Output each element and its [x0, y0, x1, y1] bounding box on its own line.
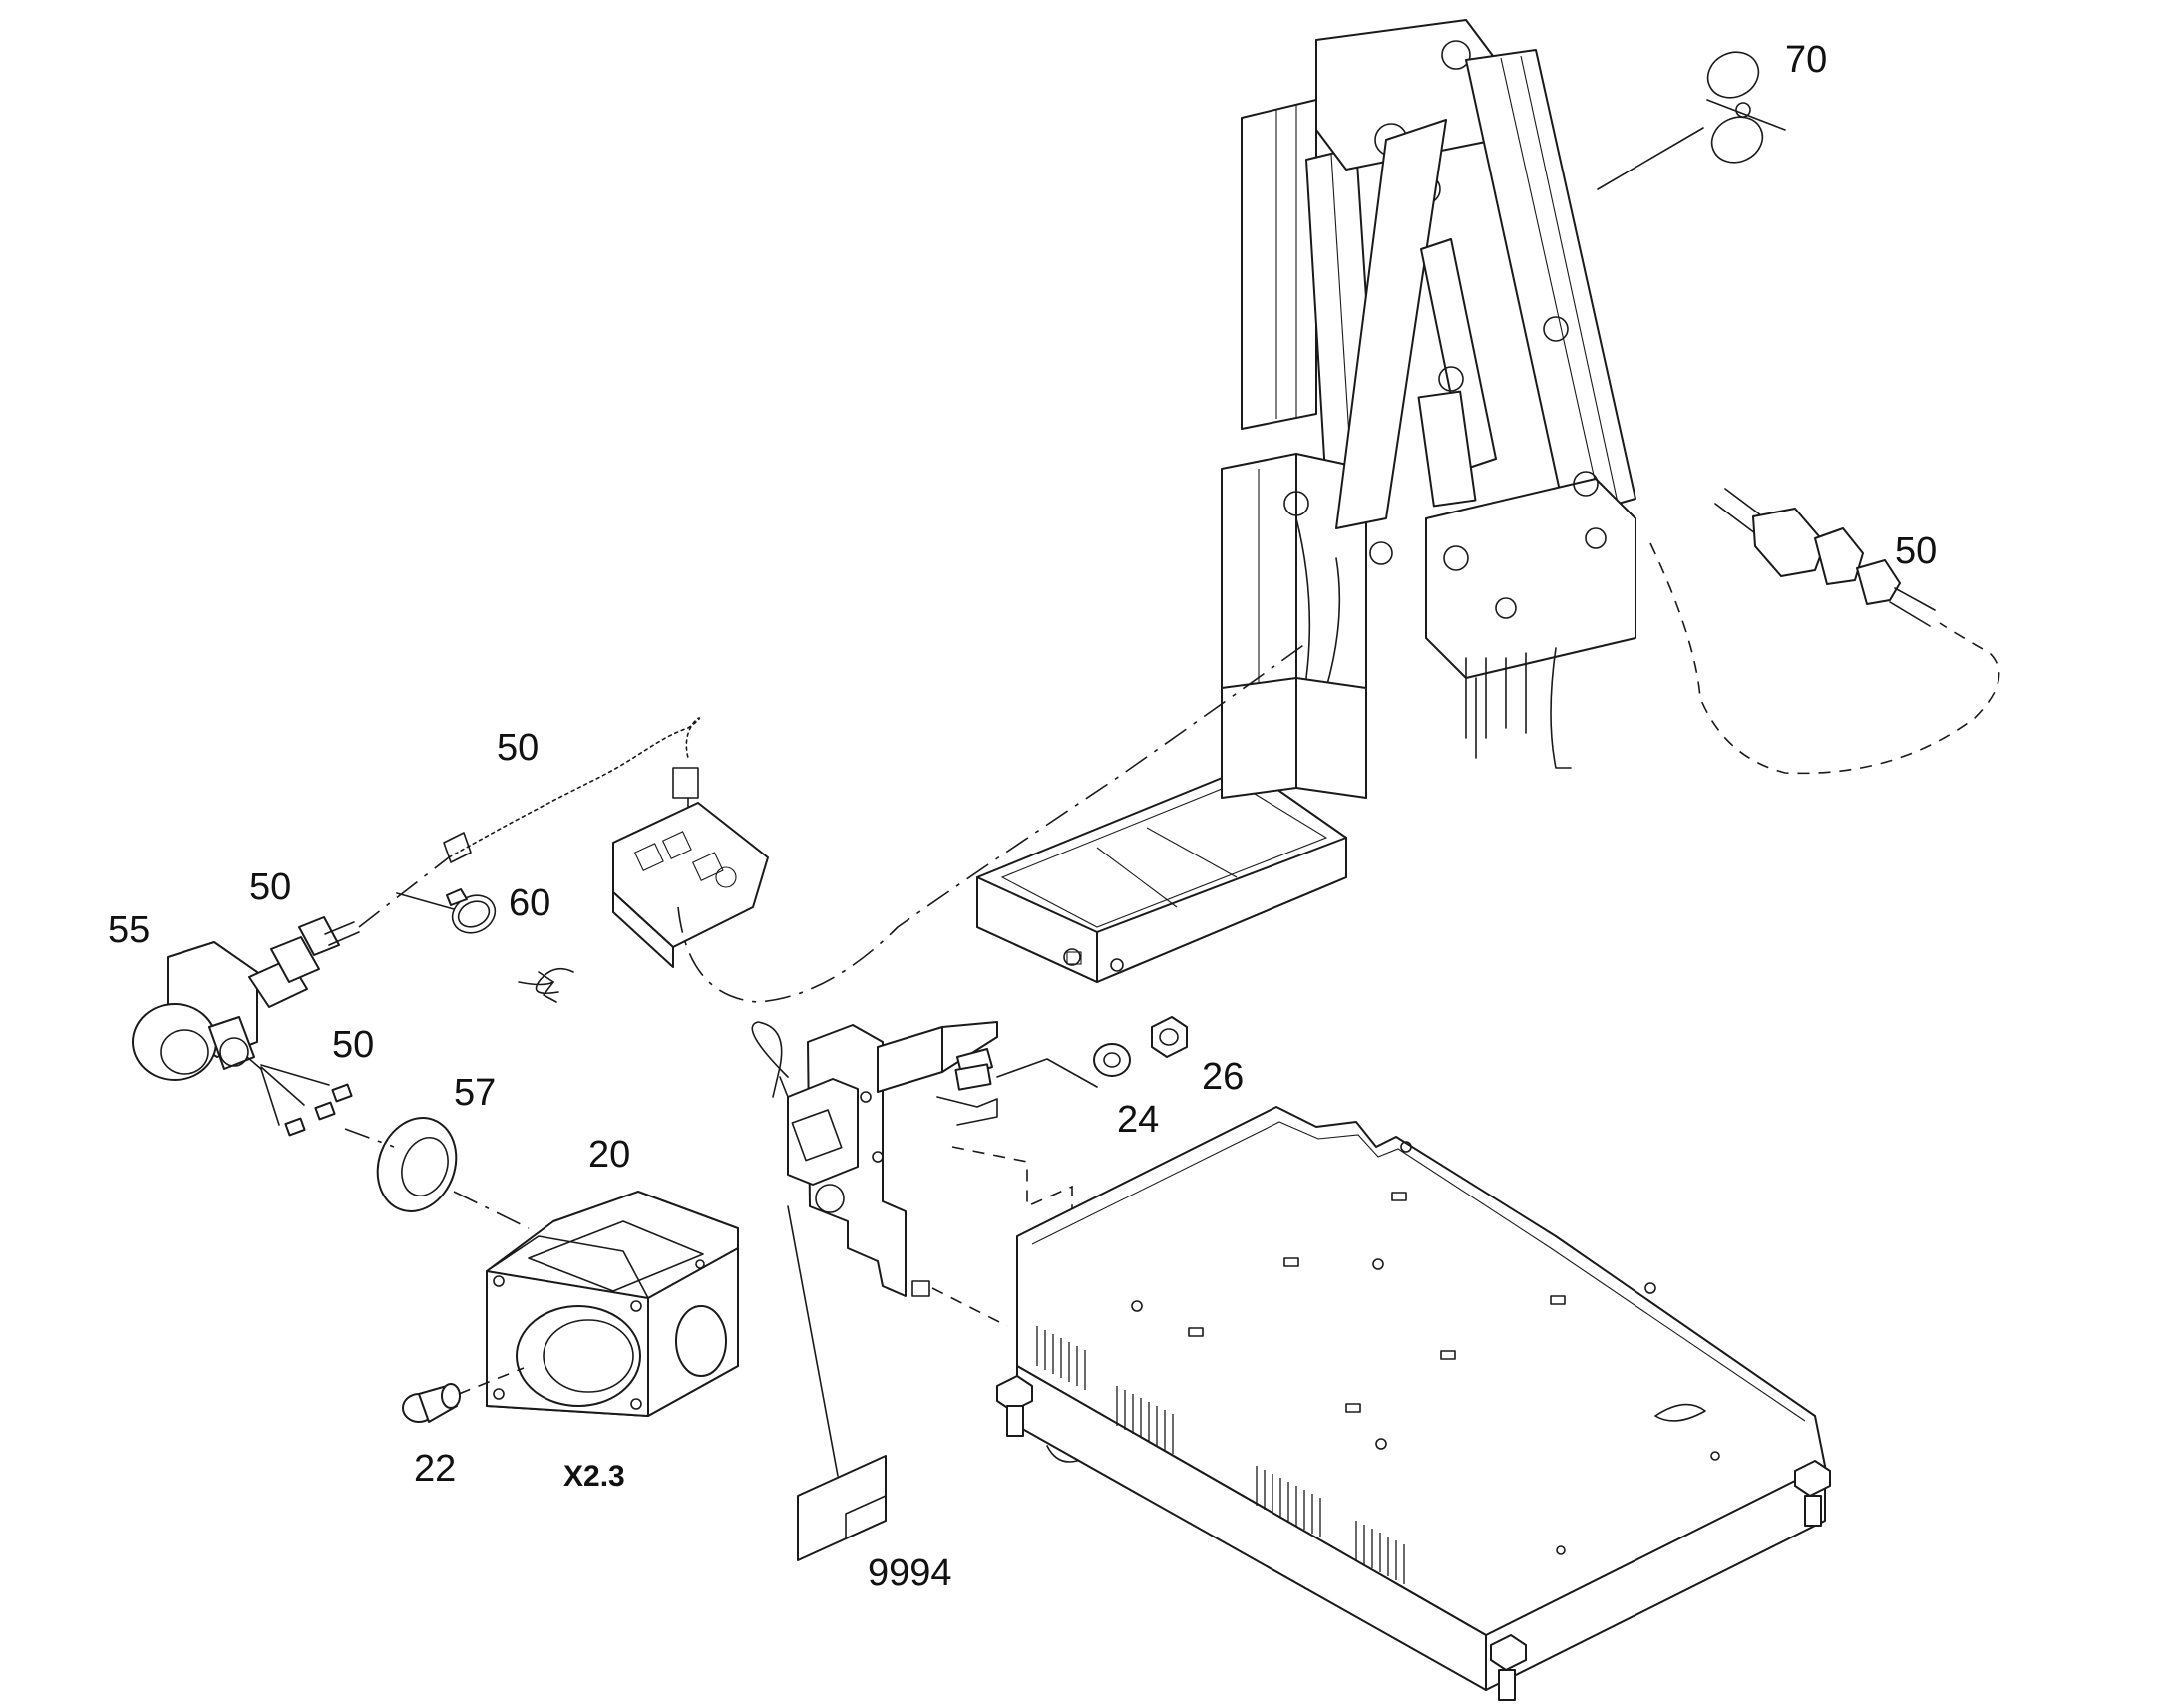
callout-50-right: 50	[1895, 530, 1937, 572]
part-24-washer	[1093, 1043, 1131, 1077]
callout-20: 20	[588, 1134, 630, 1176]
leader-bracket-box	[931, 1287, 1008, 1327]
leader-50-right	[1649, 542, 2000, 775]
callout-50-pins: 50	[332, 1024, 374, 1066]
mounting-bracket	[751, 1021, 1098, 1297]
crane-boom-assembly	[1221, 19, 1636, 769]
connector-terminal-block	[612, 802, 769, 968]
callout-50-hose: 50	[497, 727, 539, 769]
callout-55: 55	[108, 909, 150, 951]
part-9994-label	[787, 1205, 887, 1561]
leader-gland-hose	[358, 856, 450, 928]
part-70-clip	[1597, 51, 1786, 190]
part-57-nut	[344, 1117, 458, 1212]
callout-26: 26	[1202, 1056, 1244, 1098]
callout-24: 24	[1117, 1099, 1159, 1141]
part-20-socket-housing	[486, 1191, 739, 1417]
control-box-enclosure	[996, 1106, 1831, 1701]
callout-50-gland: 50	[249, 866, 291, 908]
leader-57	[453, 1191, 530, 1229]
leader-block	[677, 642, 1307, 1003]
part-60-clamp	[396, 888, 574, 1003]
part-50-contact-pins	[260, 1064, 353, 1137]
part-55-angle-connector	[132, 941, 262, 1081]
part-50-plug-right	[1714, 488, 1936, 627]
callout-57: 57	[454, 1072, 496, 1114]
connector-label-x2-3: X2.3	[563, 1460, 625, 1493]
part-50-cable-gland	[248, 916, 360, 1008]
callout-22: 22	[414, 1448, 456, 1490]
callout-60: 60	[509, 882, 550, 924]
callout-9994: 9994	[868, 1552, 952, 1594]
part-26-nut	[1151, 1016, 1188, 1058]
crane-base-tray	[976, 677, 1367, 983]
part-22-screw	[402, 1367, 525, 1423]
callout-70: 70	[1785, 39, 1827, 81]
